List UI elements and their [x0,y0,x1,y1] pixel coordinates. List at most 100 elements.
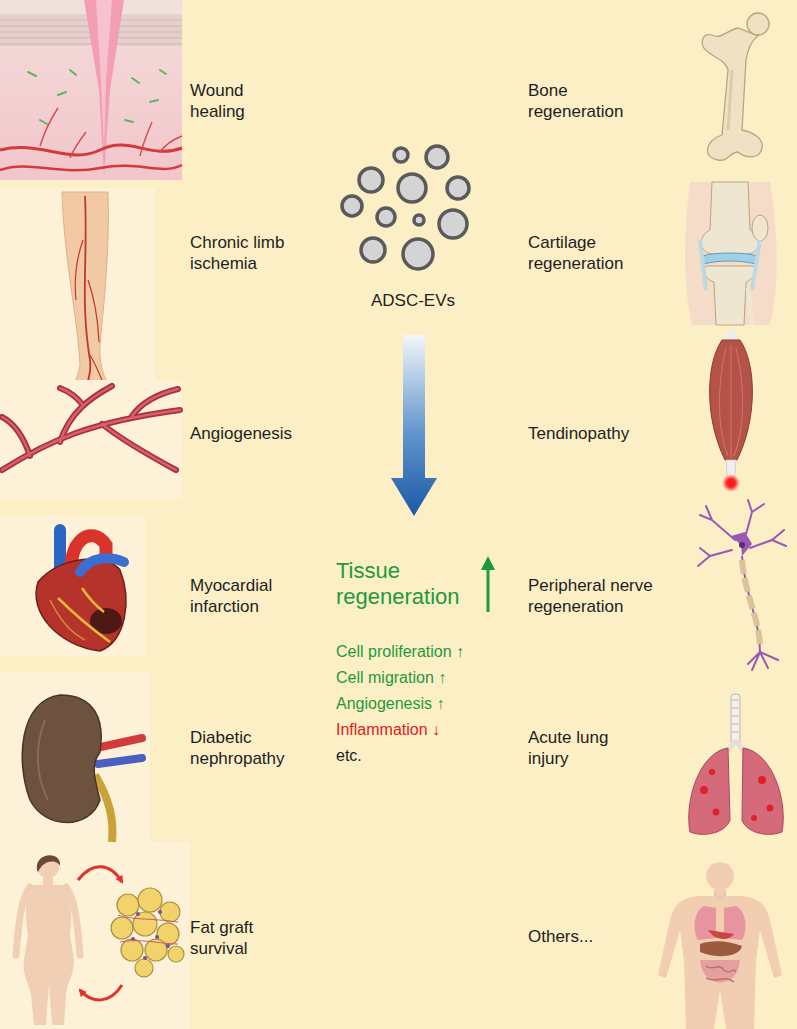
increase-arrow [481,556,495,612]
lung-illustration [689,694,784,834]
fat-graft-illustration-part-part [168,946,184,962]
application-label: Myocardial infarction [190,575,290,618]
center-label: ADSC-EVs [343,290,483,311]
neuron-illustration-part-part [748,652,778,670]
neuron-illustration-part-part [700,506,735,540]
kidney-illustration-part [22,695,101,823]
effect-item: Angiogenesis ↑ [336,694,511,714]
fat-graft-illustration-part-part [155,935,159,939]
extracellular-vesicles-part [414,215,424,225]
application-label: Wound healing [190,80,280,123]
fat-graft-illustration-part [37,855,60,872]
extracellular-vesicles-part [361,238,385,262]
neuron-illustration-part [742,556,760,652]
kidney-illustration-part [0,672,150,842]
outcome-heading: Tissue regeneration [336,558,481,611]
tendon-illustration-part [722,474,740,492]
human-body-illustration-part [700,960,740,983]
neuron-illustration-part-part [750,530,786,548]
kidney-illustration-part [38,720,48,800]
effect-item: Inflammation ↓ [336,720,511,740]
heart-illustration [0,516,145,656]
bone-illustration [702,13,769,160]
application-label: Diabetic nephropathy [190,727,305,770]
knee-illustration-part [702,253,758,264]
tendon-illustration [710,330,753,492]
angiogenesis-illustration-part-part [60,388,82,404]
tendon-illustration-part [719,345,742,458]
heart-illustration-part [50,600,85,640]
knee-illustration-part [701,182,759,254]
angiogenesis-illustration-part-part [102,424,176,470]
fat-graft-illustration-part-part [143,956,147,960]
fat-graft-illustration-part [111,888,184,977]
angiogenesis-illustration-part-part [132,389,178,416]
skin-wound-illustration-part [28,70,166,124]
fat-graft-illustration-part-part [133,912,157,936]
knee-illustration-part [704,266,755,325]
fat-graft-illustration [0,842,190,1029]
extracellular-vesicles-part [426,146,448,168]
lung-illustration-part [700,769,774,821]
angiogenesis-illustration-part-part [60,388,82,404]
human-body-illustration-part [706,862,734,890]
skin-wound-illustration-part [40,108,182,158]
bone-illustration-part [747,13,769,35]
extracellular-vesicles-part [377,208,395,226]
kidney-illustration-part [95,775,112,842]
knee-illustration-part [748,288,752,325]
human-body-illustration-part [714,892,726,898]
angiogenesis-illustration-part [2,386,180,470]
fat-graft-illustration-part-part [160,902,180,922]
leg-ischemia-illustration-part [62,192,112,400]
application-label: Cartilage regeneration [528,232,643,275]
fat-graft-illustration-part-part [111,917,133,939]
application-label: Chronic limb ischemia [190,232,315,275]
fat-graft-illustration-part [24,885,74,1025]
angiogenesis-illustration-part-part [2,417,30,456]
leg-ischemia-illustration-part [75,240,104,385]
lung-illustration-part-part [751,815,757,821]
angiogenesis-illustration-part-part [60,386,112,442]
tendon-illustration-part [728,480,735,487]
knee-illustration-part [752,215,768,241]
lung-illustration-part [742,748,783,834]
heart-illustration-part [80,558,124,572]
leg-ischemia-illustration-part [85,196,91,392]
extracellular-vesicles-part [394,148,408,162]
effect-item: etc. [336,746,511,766]
application-label: Others... [528,926,628,947]
neuron-illustration-part-part [698,548,732,566]
extracellular-vesicles-part [398,174,426,202]
extracellular-vesicles-part [342,196,362,216]
fat-graft-illustration-part [0,842,190,1029]
neuron-illustration [698,500,786,670]
heart-illustration-part [58,588,110,642]
neuron-illustration-part [742,560,760,648]
extracellular-vesicles [342,146,469,269]
human-body-illustration-part [695,906,746,940]
fat-graft-illustration-part-part [117,894,139,916]
angiogenesis-illustration-part-part [102,424,176,470]
fat-graft-illustration-part-part [138,888,162,912]
fat-graft-illustration-part [78,867,122,882]
human-body-illustration [658,862,782,1029]
application-label: Peripheral nerve regeneration [528,575,668,618]
skin-wound-illustration-part [0,165,182,170]
lung-illustration-part [689,748,730,834]
extracellular-vesicles-part [439,210,467,238]
angiogenesis-illustration-part [2,386,180,470]
human-body-illustration-part [658,896,782,1029]
fat-graft-illustration-part [118,915,178,944]
angiogenesis-illustration-part-part [2,410,180,470]
human-body-illustration-part [708,930,734,939]
kidney-illustration [0,672,150,842]
leg-ischemia-illustration-part [0,188,155,404]
application-label: Tendinopathy [528,423,658,444]
fat-graft-illustration-part-part [166,944,170,948]
lung-illustration-part-part [709,769,715,775]
tendon-illustration-part [710,340,753,460]
angiogenesis-illustration-part-part [2,417,30,456]
application-label: Acute lung injury [528,727,628,770]
angiogenesis-illustration-part-part [2,410,180,470]
